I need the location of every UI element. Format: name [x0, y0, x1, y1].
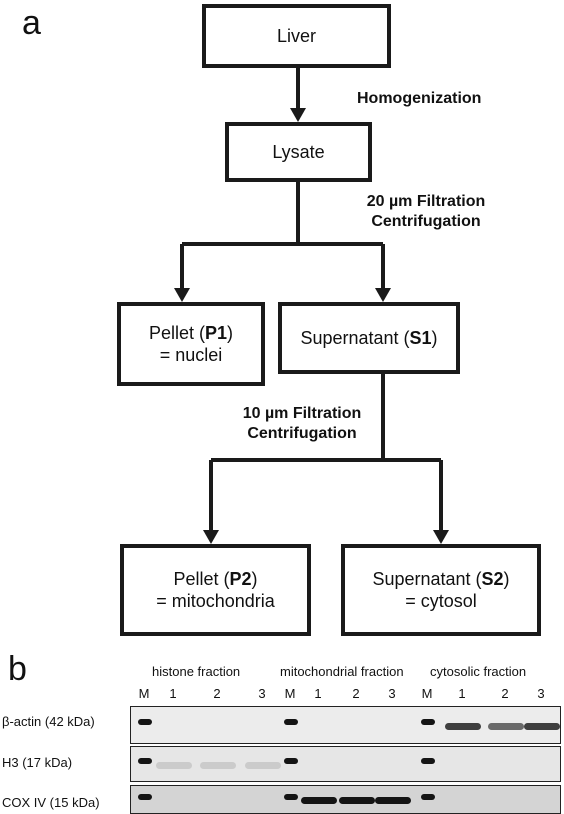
lane-label: 3: [388, 686, 396, 701]
step-centrifugation-1: Centrifugation: [371, 213, 481, 230]
node-p2-title: Pellet (P2): [173, 569, 258, 589]
marker-band: [421, 719, 435, 725]
step-homogenization: Homogenization: [357, 90, 482, 107]
lane-label: M: [284, 686, 296, 701]
step-filtration-10: 10 µm Filtration Centrifugation: [224, 404, 380, 444]
lane-label: 1: [314, 686, 322, 701]
node-s2-title: Supernatant (S2): [372, 569, 510, 589]
step-filtration-10-line1: 10 µm Filtration: [242, 405, 362, 422]
lane-label: 1: [169, 686, 177, 701]
marker-band: [284, 793, 298, 800]
node-lysate-label: Lysate: [272, 142, 325, 162]
marker-band: [138, 793, 152, 800]
node-s2-desc: = cytosol: [405, 591, 477, 611]
marker-band: [138, 719, 152, 725]
fraction-label-mitochondrial: mitochondrial fraction: [280, 664, 404, 679]
node-s1: Supernatant (S1): [278, 302, 460, 374]
lane-label: 3: [258, 686, 266, 701]
marker-band: [284, 719, 298, 725]
step-filtration-20: 20 µm Filtration Centrifugation: [350, 192, 502, 232]
node-lysate: Lysate: [225, 122, 372, 182]
node-p2: Pellet (P2) = mitochondria: [120, 544, 311, 636]
lane-label: M: [421, 686, 433, 701]
protein-band: [488, 722, 524, 730]
blot-strip: [130, 746, 561, 782]
step-filtration-20-line1: 20 µm Filtration: [366, 193, 486, 210]
marker-band: [284, 758, 298, 764]
blot-row-label: H3 (17 kDa): [2, 755, 73, 770]
blot-strip: [130, 706, 561, 744]
step-centrifugation-2: Centrifugation: [247, 425, 357, 442]
blot-row-label: COX IV (15 kDa): [2, 795, 100, 810]
fraction-label-histone: histone fraction: [152, 664, 241, 679]
panel-b-letter: b: [8, 650, 27, 688]
lane-label: M: [138, 686, 150, 701]
node-p1-desc: = nuclei: [159, 345, 223, 365]
marker-band: [138, 758, 152, 764]
marker-band: [421, 793, 435, 800]
marker-band: [421, 758, 435, 764]
protein-band: [375, 797, 411, 804]
node-liver-label: Liver: [276, 26, 316, 46]
node-p2-desc: = mitochondria: [156, 591, 275, 611]
protein-band: [445, 722, 481, 730]
node-p1-title: Pellet (P1): [148, 323, 234, 343]
lane-label: 2: [352, 686, 360, 701]
lane-label: 2: [213, 686, 221, 701]
node-s2: Supernatant (S2) = cytosol: [341, 544, 541, 636]
flowchart-connectors: [174, 66, 449, 544]
blot-strip: [130, 785, 561, 814]
protein-band: [339, 797, 375, 804]
lane-label: 2: [501, 686, 509, 701]
fraction-label-cytosolic: cytosolic fraction: [430, 664, 527, 679]
arrowhead-s2: [433, 530, 449, 544]
arrowhead-s1: [375, 288, 391, 302]
arrowhead-p2: [203, 530, 219, 544]
protein-band: [200, 761, 236, 769]
protein-band: [301, 797, 337, 804]
node-liver: Liver: [202, 4, 391, 68]
node-p1: Pellet (P1) = nuclei: [117, 302, 265, 386]
panel-a-letter: a: [22, 4, 41, 42]
protein-band: [524, 722, 560, 730]
arrowhead-p1: [174, 288, 190, 302]
protein-band: [156, 761, 192, 769]
arrowhead-lysate: [290, 108, 306, 122]
lane-label: 3: [537, 686, 545, 701]
lane-label: 1: [458, 686, 466, 701]
node-s1-title: Supernatant (S1): [300, 328, 438, 348]
protein-band: [245, 761, 281, 769]
blot-row-label: β-actin (42 kDa): [2, 714, 95, 729]
